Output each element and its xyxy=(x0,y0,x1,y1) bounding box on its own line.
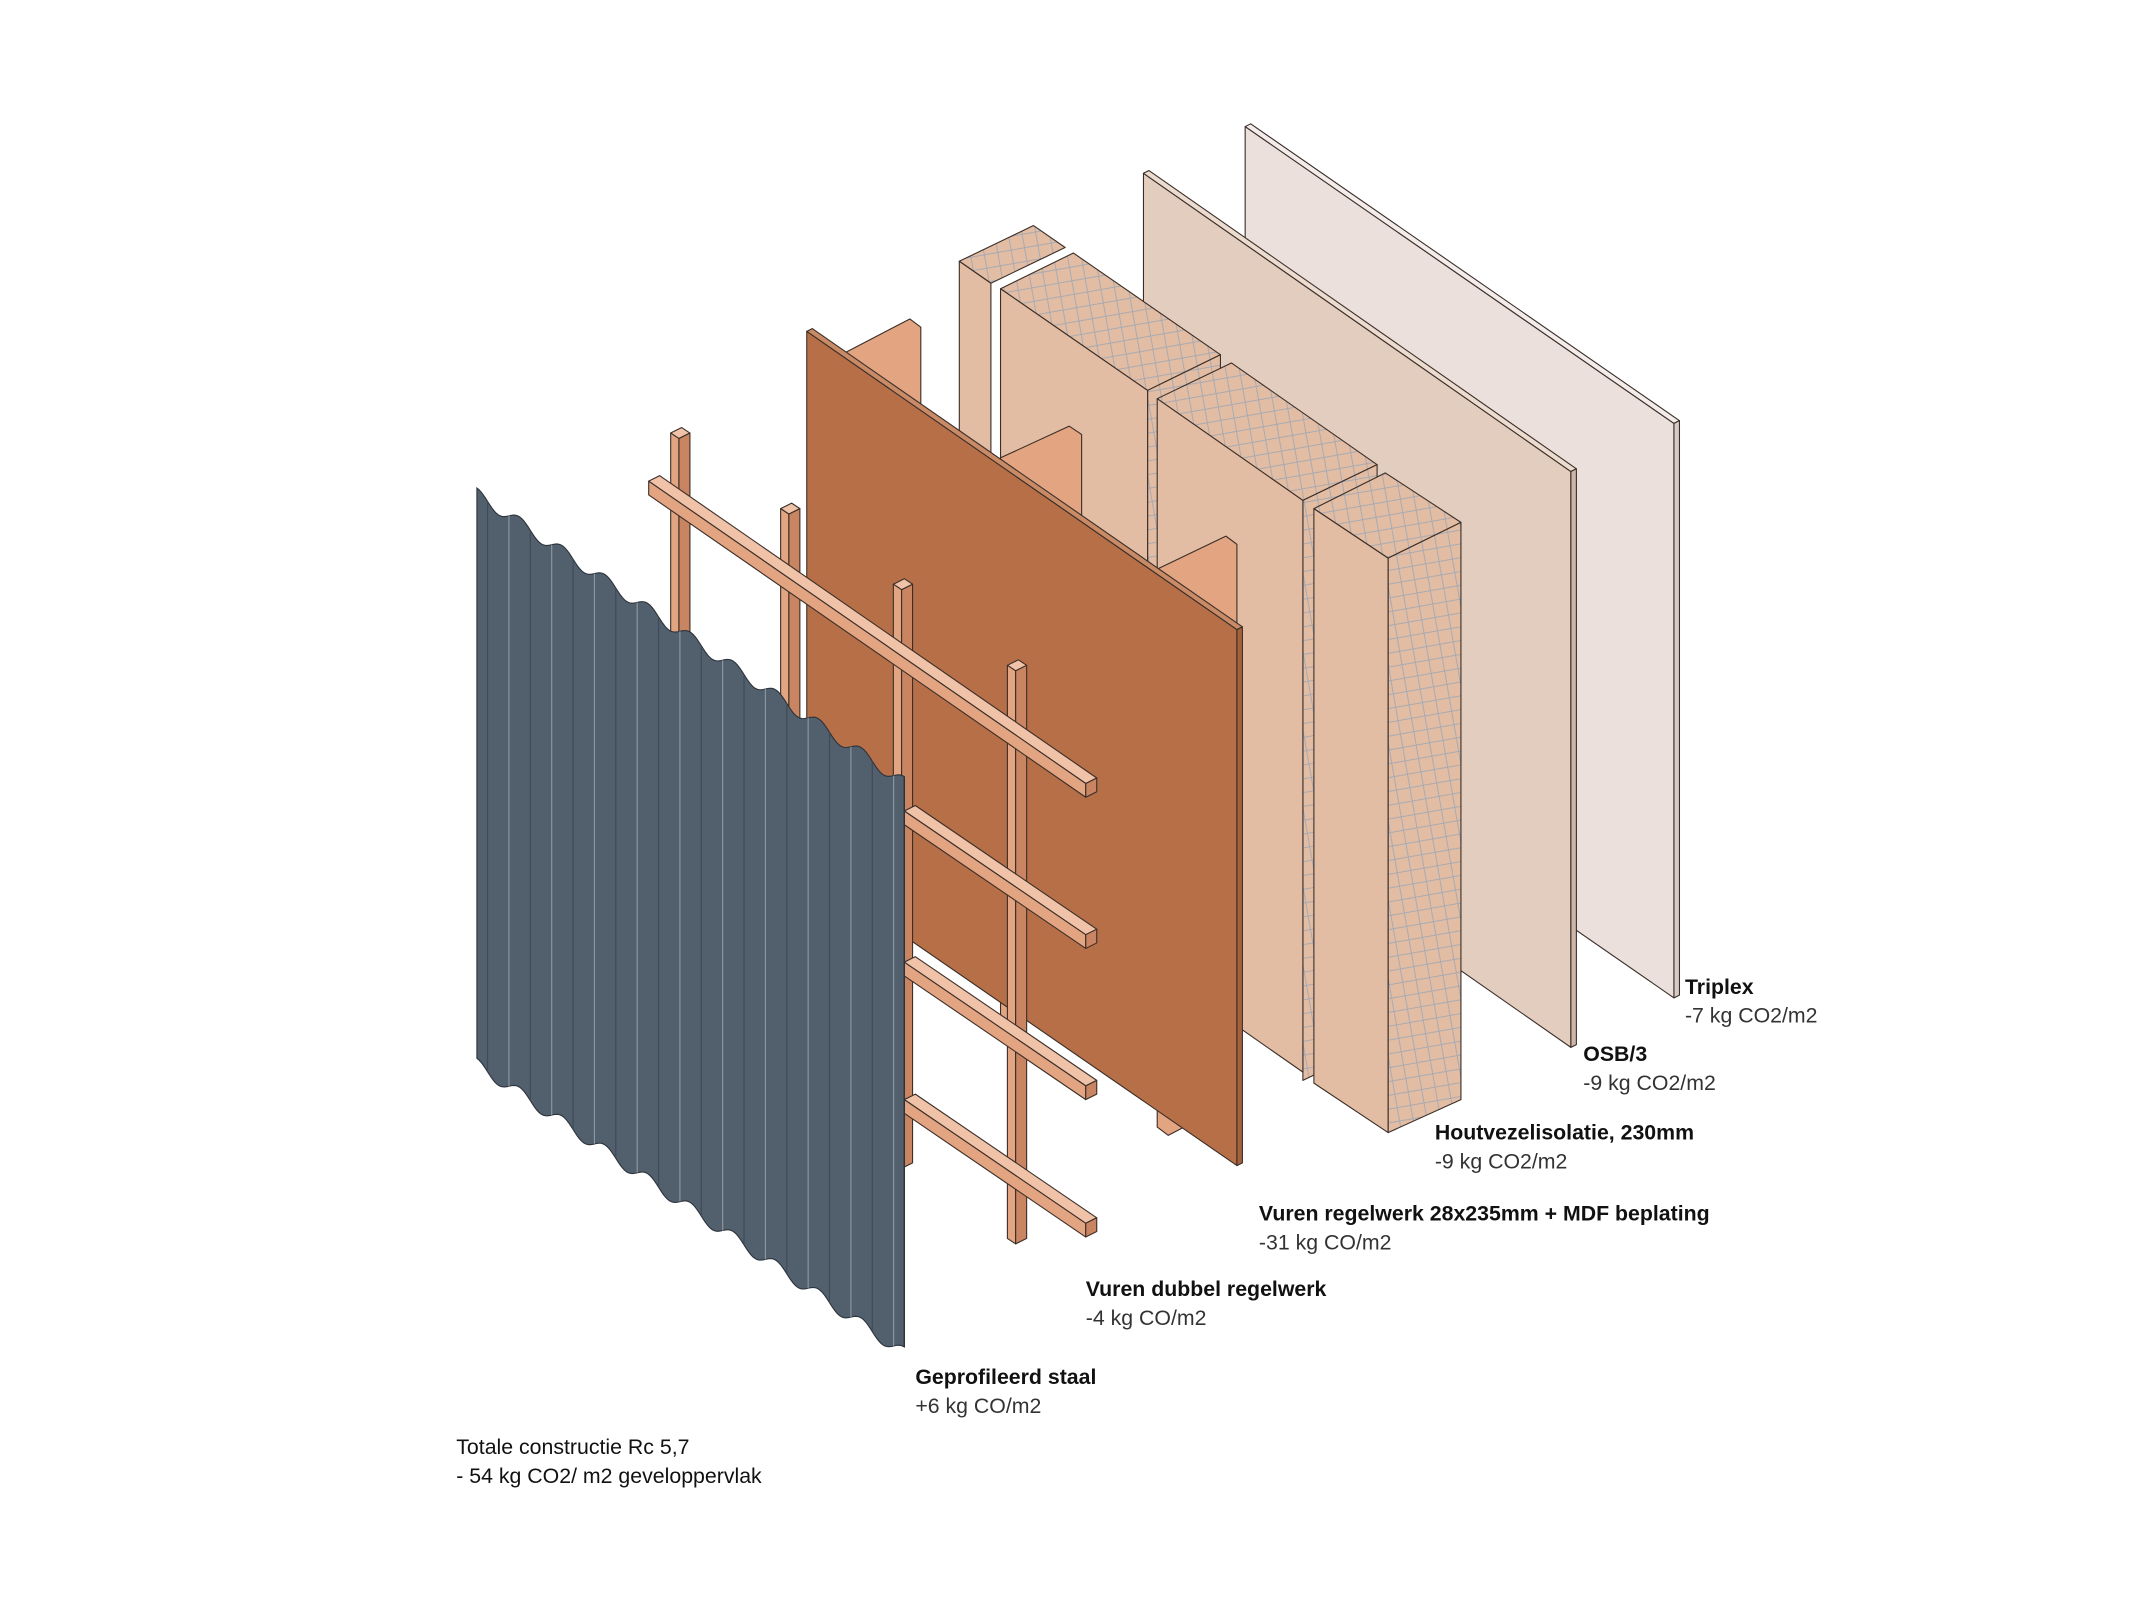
vertical-batten-side xyxy=(1015,664,1028,1245)
layer-value: +6 kg CO/m2 xyxy=(915,1394,1041,1418)
horizontal-batten xyxy=(903,1099,1087,1238)
layer-value: -9 kg CO2/m2 xyxy=(1435,1149,1568,1173)
layer-name: Vuren dubbel regelwerk xyxy=(1086,1277,1327,1301)
battens xyxy=(648,426,1098,1245)
layer-name: Vuren regelwerk 28x235mm + MDF beplating xyxy=(1259,1202,1710,1226)
label-battens: Vuren dubbel regelwerk -4 kg CO/m2 xyxy=(1086,1277,1327,1330)
layer-value: -9 kg CO2/m2 xyxy=(1583,1071,1716,1095)
label-steel: Geprofileerd staal +6 kg CO/m2 xyxy=(915,1365,1096,1418)
layer-value: -4 kg CO/m2 xyxy=(1086,1306,1207,1330)
profiled-steel-sheet xyxy=(476,486,906,1348)
label-insulation: Houtvezelisolatie, 230mm -9 kg CO2/m2 xyxy=(1435,1120,1694,1173)
horizontal-batten-end xyxy=(1085,928,1098,949)
layer-value: -31 kg CO/m2 xyxy=(1259,1230,1392,1254)
label-osb: OSB/3 -9 kg CO2/m2 xyxy=(1583,1042,1716,1095)
horizontal-batten-end xyxy=(1085,1079,1098,1101)
label-mdf: Vuren regelwerk 28x235mm + MDF beplating… xyxy=(1259,1202,1710,1255)
layer-name: OSB/3 xyxy=(1583,1042,1647,1066)
total-title: Totale constructie Rc 5,7 xyxy=(456,1435,689,1459)
label-total: Totale constructie Rc 5,7 - 54 kg CO2/ m… xyxy=(456,1435,762,1488)
label-triplex: Triplex -7 kg CO2/m2 xyxy=(1685,975,1818,1028)
layer-name: Triplex xyxy=(1685,975,1754,999)
layer-name: Geprofileerd staal xyxy=(915,1365,1096,1389)
horizontal-batten-end xyxy=(1085,1217,1098,1238)
layer-value: -7 kg CO2/m2 xyxy=(1685,1004,1818,1028)
total-value: - 54 kg CO2/ m2 geveloppervlak xyxy=(456,1464,762,1488)
layer-name: Houtvezelisolatie, 230mm xyxy=(1435,1120,1694,1144)
horizontal-batten-top xyxy=(903,1093,1098,1224)
horizontal-batten-end xyxy=(1085,777,1098,798)
